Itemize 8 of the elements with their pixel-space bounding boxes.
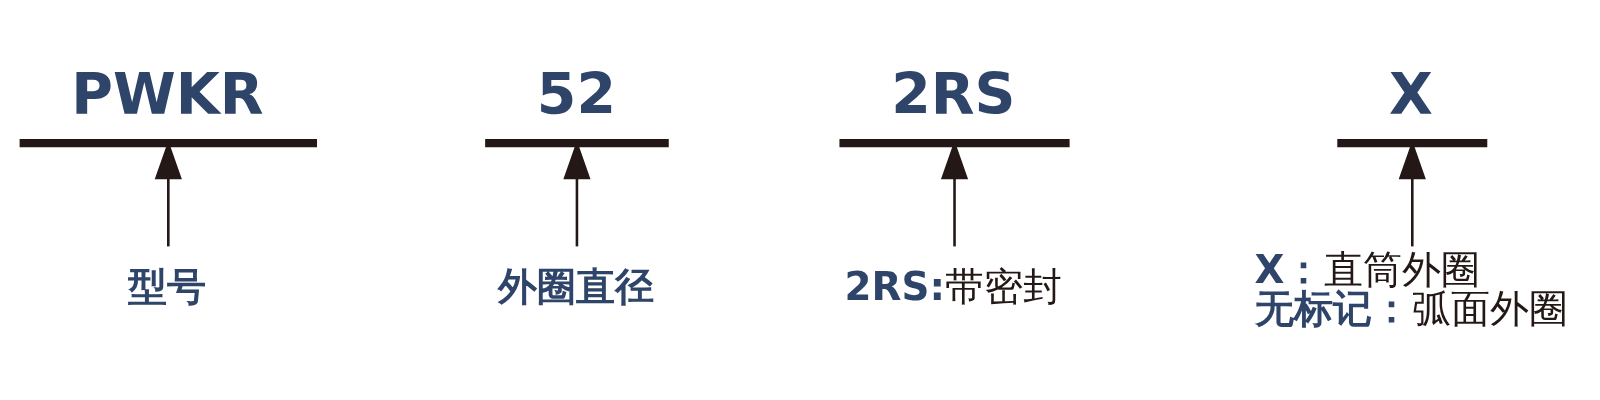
node-text: 2RS:带密封 [844, 263, 1063, 309]
node-text: PWKR [71, 60, 264, 127]
node-text: 2RS [891, 60, 1016, 127]
node-text: X [1389, 60, 1433, 127]
node-text: 外圈直径 [498, 263, 655, 309]
node-text: 型号 [128, 263, 207, 309]
node-text: 52 [536, 60, 617, 127]
node-text: X：直筒外圈 无标记：弧面外圈 [1254, 246, 1569, 331]
